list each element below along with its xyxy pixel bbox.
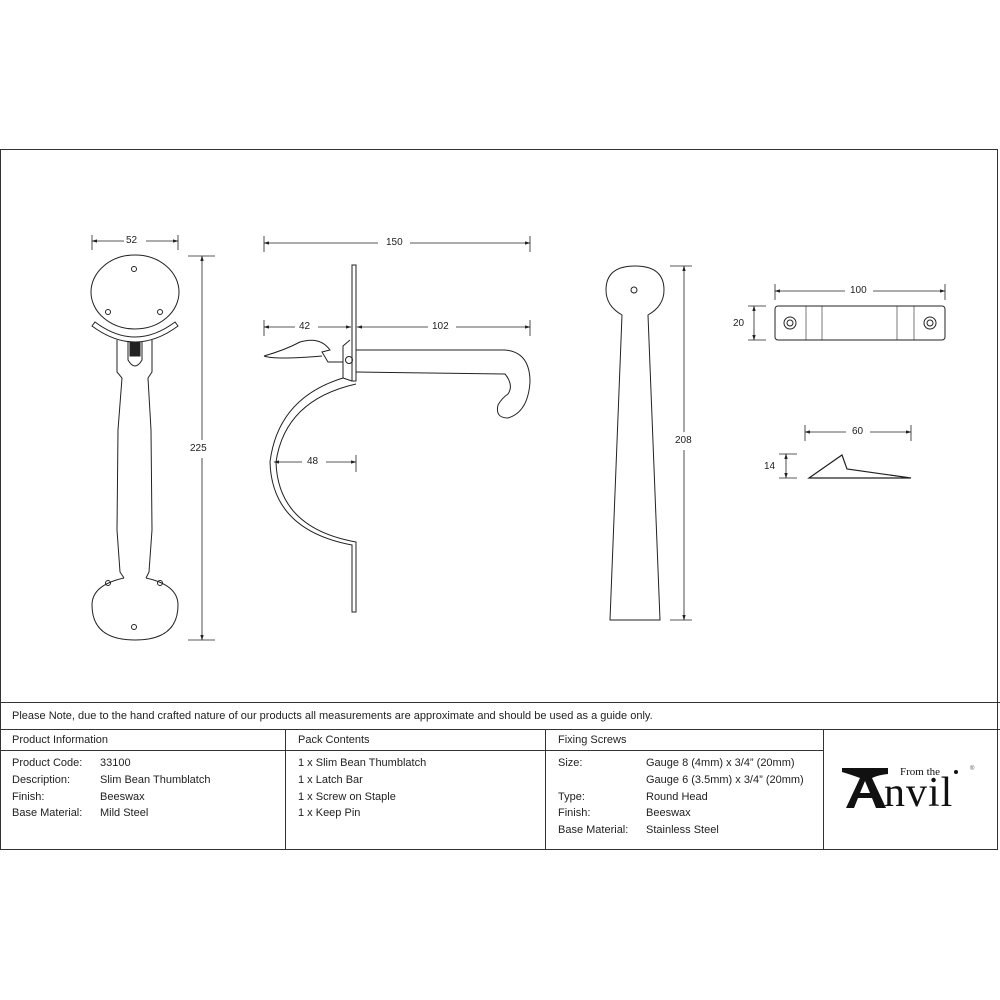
- info-value: 33100: [100, 757, 131, 769]
- screw-row: Base Material: Stainless Steel: [558, 824, 823, 841]
- screw-row: Gauge 6 (3.5mm) x 3/4” (20mm): [558, 774, 823, 791]
- pack-item: 1 x Screw on Staple: [298, 790, 396, 803]
- logo-prefix: From the: [900, 766, 941, 778]
- dim-latch-total-length: 150: [386, 237, 403, 248]
- screw-value: Stainless Steel: [646, 824, 719, 837]
- screw-value: Round Head: [646, 790, 708, 803]
- product-information-title: Product Information: [0, 730, 285, 751]
- screw-value: Gauge 8 (4mm) x 3/4” (20mm): [646, 757, 795, 769]
- info-label: Base Material:: [12, 807, 83, 820]
- screw-row: Type: Round Head: [558, 791, 823, 808]
- fixing-screws-panel: Fixing Screws Size: Gauge 8 (4mm) x 3/4” …: [546, 730, 824, 850]
- pack-contents-panel: Pack Contents 1 x Slim Bean Thumblatch 1…: [286, 730, 546, 850]
- logo-dot: [954, 770, 958, 774]
- info-label: Product Code:: [12, 757, 83, 769]
- info-label: Finish:: [12, 790, 45, 803]
- dim-staple-length: 100: [850, 285, 867, 296]
- latch-side-view: [263, 264, 531, 613]
- staple-view: [774, 305, 946, 341]
- drawing-sheet-border: [0, 149, 998, 850]
- dim-keep-length: 60: [852, 426, 864, 437]
- dim-guard-depth: 48: [307, 456, 319, 467]
- pack-item: 1 x Slim Bean Thumblatch: [298, 757, 427, 769]
- measurement-note: Please Note, due to the hand crafted nat…: [0, 702, 1000, 730]
- dim-latch-bar-length: 102: [432, 321, 449, 332]
- dim-thumb-length: 42: [299, 321, 311, 332]
- from-the-anvil-logo: From the nvil ®: [842, 760, 982, 820]
- info-label: Description:: [12, 773, 71, 786]
- pack-item: 1 x Latch Bar: [298, 773, 363, 786]
- anvil-icon: [842, 768, 888, 808]
- dim-backplate-height: 208: [675, 435, 692, 446]
- backplate-view: [605, 265, 665, 621]
- screw-label: Finish:: [558, 807, 591, 820]
- info-value: Mild Steel: [100, 807, 149, 820]
- dim-handle-width: 52: [126, 235, 138, 246]
- fixing-screws-title: Fixing Screws: [546, 730, 823, 751]
- info-row: Base Material: Mild Steel: [12, 807, 285, 824]
- screw-row: Finish: Beeswax: [558, 807, 823, 824]
- pack-item: 1 x Keep Pin: [298, 807, 361, 820]
- info-row: Description: Slim Bean Thumblatch: [12, 774, 285, 791]
- dim-handle-height: 225: [190, 443, 207, 454]
- pack-contents-title: Pack Contents: [286, 730, 545, 751]
- screw-label: [558, 774, 646, 791]
- handle-front-view: [90, 254, 180, 641]
- screw-value: Beeswax: [646, 807, 691, 820]
- screw-label: Base Material:: [558, 824, 629, 837]
- registered-mark: ®: [970, 766, 975, 772]
- product-information-panel: Product Information Product Code: 33100 D…: [0, 730, 286, 850]
- logo-word: nvil: [884, 770, 954, 816]
- screw-value: Gauge 6 (3.5mm) x 3/4” (20mm): [646, 773, 804, 786]
- dim-staple-height: 20: [733, 318, 745, 329]
- screw-label: Type:: [558, 790, 585, 803]
- screw-row: Size: Gauge 8 (4mm) x 3/4” (20mm): [558, 757, 823, 774]
- brand-panel: From the nvil ®: [824, 730, 998, 850]
- info-value: Slim Bean Thumblatch: [100, 773, 211, 786]
- info-row: Finish: Beeswax: [12, 791, 285, 808]
- keep-pin-view: [807, 454, 912, 479]
- screw-label: Size:: [558, 757, 583, 769]
- info-value: Beeswax: [100, 790, 145, 803]
- dim-keep-height: 14: [764, 461, 776, 472]
- info-row: Product Code: 33100: [12, 757, 285, 774]
